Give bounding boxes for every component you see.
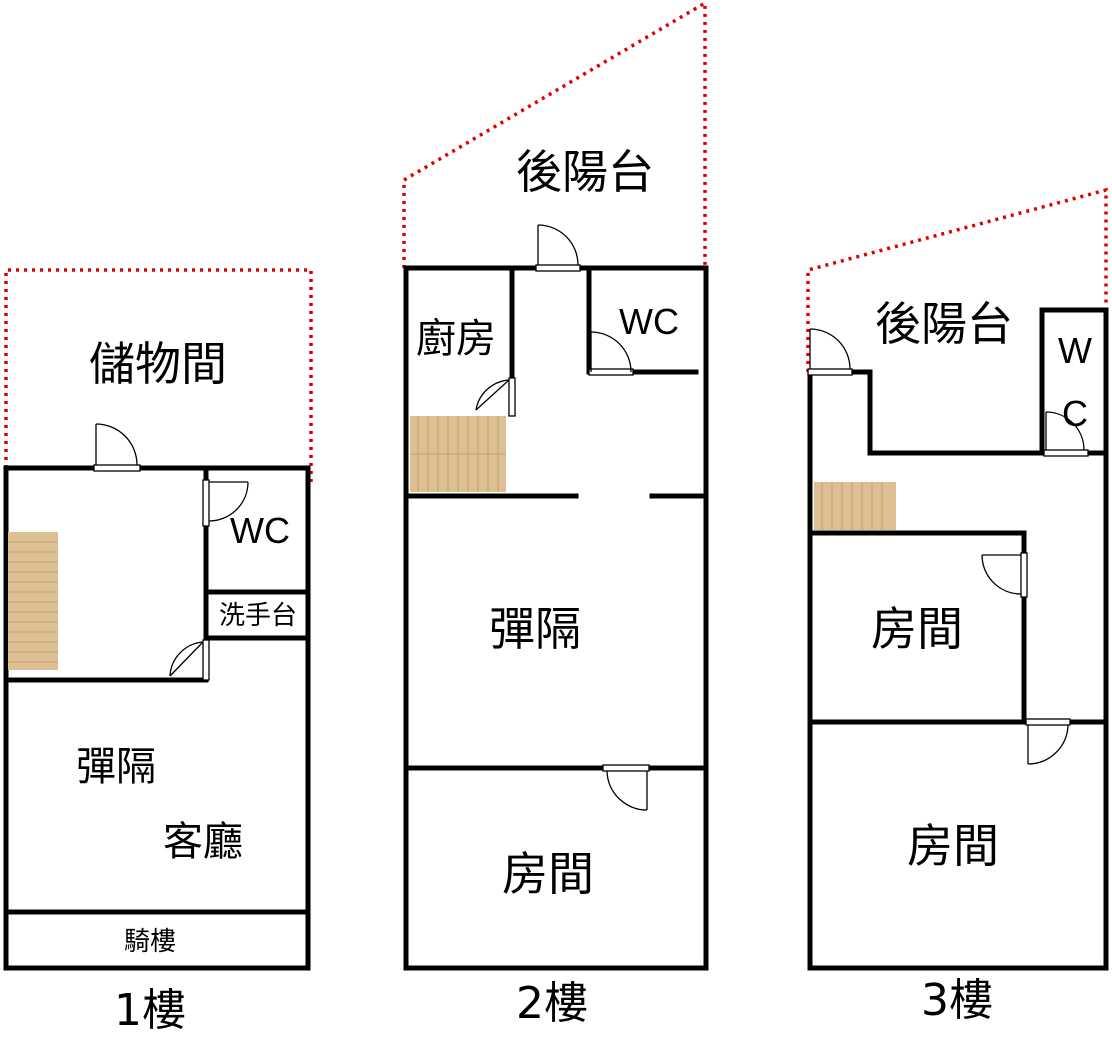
door-wc[interactable] [1043, 411, 1089, 457]
stairs [410, 416, 506, 492]
room-label-arcade: 騎樓 [124, 927, 176, 957]
stairs [8, 532, 58, 670]
balcony-wc-wall [1039, 307, 1109, 456]
door-rear-balcony[interactable] [535, 224, 581, 272]
room-label-flexible: 彈隔 [489, 602, 581, 656]
room-label-wc: WC [230, 510, 290, 551]
room-label-rear-balcony: 後陽台 [875, 297, 1013, 351]
floor-1-outer-wall [3, 465, 311, 971]
room-label-wc-top: W [1058, 330, 1092, 371]
room-label-flexible: 彈隔 [76, 744, 156, 790]
floor-1: 儲物間 WC 洗手台 彈隔 客廳 騎樓 1樓 [3, 268, 313, 1036]
room-label-storage: 儲物間 [89, 337, 227, 391]
room-label-bedroom: 房間 [502, 847, 594, 901]
rear-balcony-boundary [806, 187, 1108, 385]
door-kitchen[interactable] [475, 377, 516, 417]
room-label-kitchen: 廚房 [416, 316, 496, 362]
door-storage[interactable] [93, 423, 141, 472]
door-bedroom-2[interactable] [1025, 718, 1071, 765]
door-wc[interactable] [202, 479, 249, 527]
storage-boundary [4, 268, 313, 486]
door-stair-room[interactable] [169, 639, 210, 681]
rear-balcony-boundary [402, 0, 707, 268]
floor-label: 3樓 [921, 975, 993, 1026]
floor-label: 2樓 [516, 978, 588, 1029]
floor-3: 後陽台 W C 房間 房間 3樓 [806, 187, 1109, 1026]
room-label-rear-balcony: 後陽台 [516, 145, 654, 199]
room-label-wc: WC [619, 301, 679, 342]
floor-3-outer-wall [807, 369, 1109, 971]
floor-2: 後陽台 廚房 WC 彈隔 房間 2樓 [402, 0, 709, 1029]
door-wc[interactable] [588, 331, 634, 376]
door-rear-balcony[interactable] [807, 328, 853, 376]
room-label-bedroom-1: 房間 [871, 602, 963, 656]
room-label-bedroom-2: 房間 [907, 819, 999, 873]
room-label-wc-bottom: C [1062, 393, 1088, 434]
room-label-washbasin: 洗手台 [219, 601, 297, 631]
door-bedroom-1[interactable] [981, 552, 1028, 598]
floor-label: 1樓 [114, 985, 186, 1036]
stairs [814, 482, 896, 530]
door-bedroom[interactable] [602, 764, 650, 811]
room-label-living-room: 客廳 [163, 819, 243, 865]
